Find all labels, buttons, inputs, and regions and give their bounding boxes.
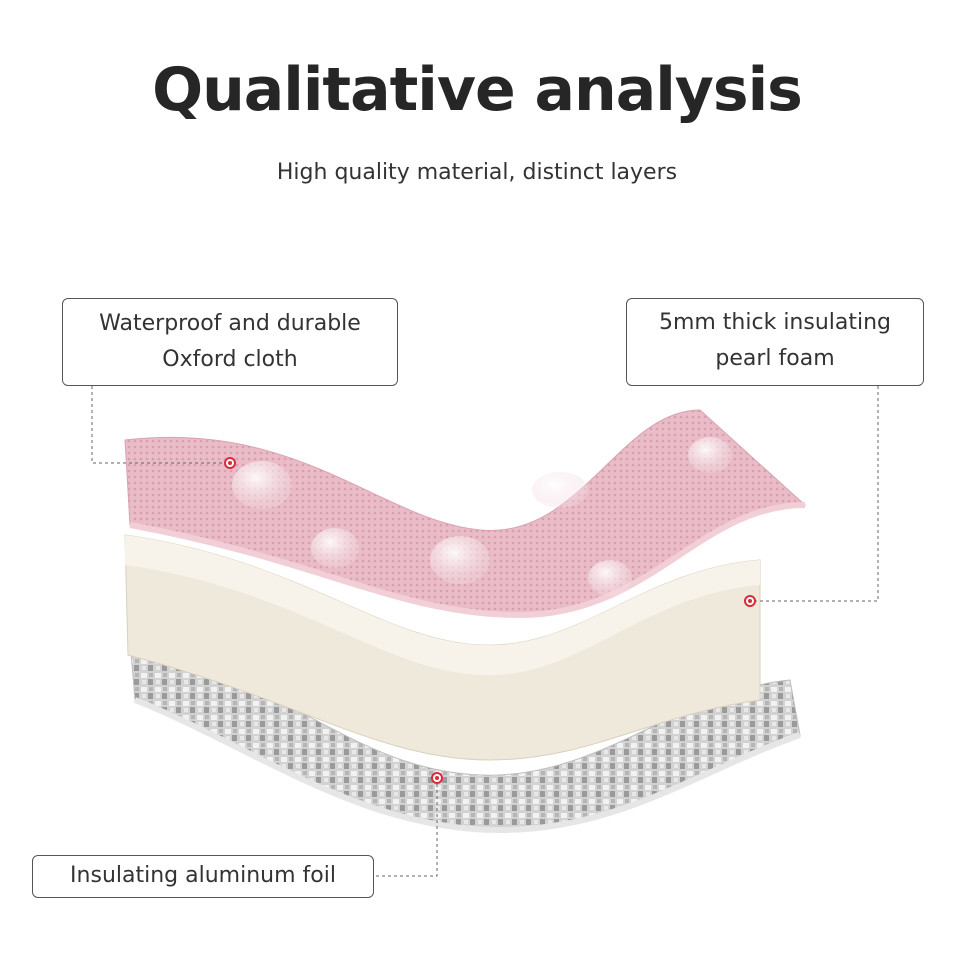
oxford-cloth-layer <box>124 409 807 619</box>
oxford-leader-line <box>91 386 230 464</box>
foam-callout-line1: 5mm thick insulating <box>658 310 892 335</box>
aluminum-foil-layer <box>129 639 801 834</box>
oxford-callout-line1: Waterproof and durable <box>99 311 361 336</box>
page-subtitle: High quality material, distinct layers <box>276 160 678 185</box>
markers <box>224 457 756 784</box>
water-droplet <box>688 437 732 473</box>
foam-callout-line2: pearl foam <box>715 346 835 371</box>
pearl-foam-layer <box>124 534 761 761</box>
foil-callout-label: Insulating aluminum foil <box>70 863 336 888</box>
water-droplet <box>430 536 490 584</box>
aluminum-foil-callout: Insulating aluminum foil <box>32 855 374 898</box>
pearl-foam-callout: 5mm thick insulating pearl foam <box>626 298 924 386</box>
foil-leader-line <box>374 778 438 877</box>
page-title: Qualitative analysis <box>152 55 803 125</box>
oxford-callout-line2: Oxford cloth <box>162 347 298 372</box>
water-droplet <box>311 528 359 568</box>
water-droplet <box>588 560 632 596</box>
oxford-cloth-callout: Waterproof and durable Oxford cloth <box>62 298 398 386</box>
foam-leader-line <box>750 386 879 602</box>
water-droplet <box>232 461 292 509</box>
water-droplet <box>532 472 588 508</box>
leader-lines <box>91 386 879 877</box>
